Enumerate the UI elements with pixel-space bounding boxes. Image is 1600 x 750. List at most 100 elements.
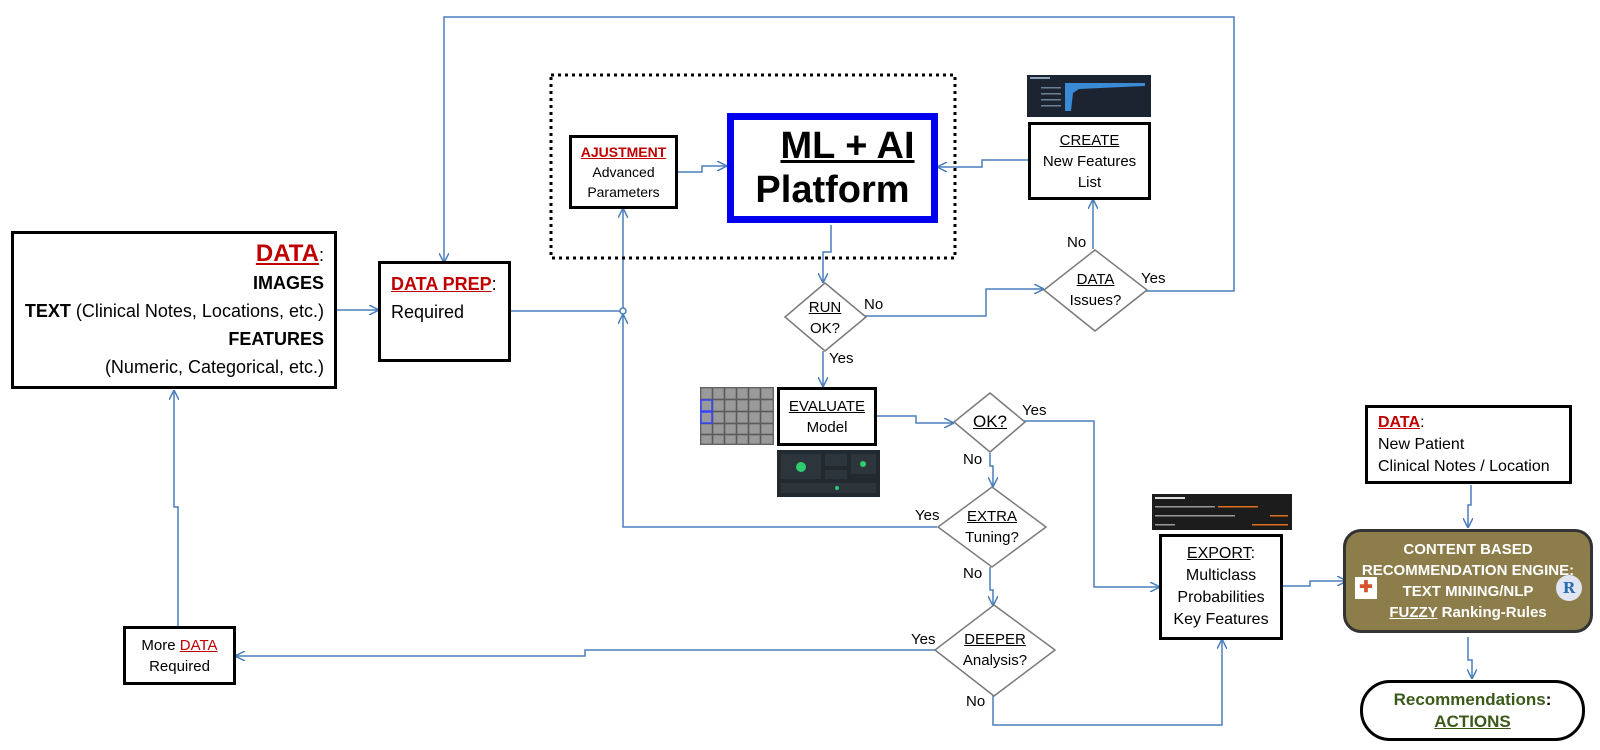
adjustment-box: AJUSTMENT Advanced Parameters: [569, 135, 678, 209]
arrow-issues-yes-to-dataprep: [444, 16, 1235, 292]
extra-tuning-diamond: [936, 486, 1048, 568]
dashboard-thumbnail: [777, 450, 880, 497]
run-ok-text: RUN OK?: [785, 297, 865, 339]
data-text-detail: (Clinical Notes, Locations, etc.): [75, 301, 324, 321]
export-box: EXPORT: Multiclass Probabilities Key Fea…: [1159, 534, 1283, 640]
data-source-box: DATA: IMAGES TEXT (Clinical Notes, Locat…: [11, 231, 337, 389]
adjustment-line1: Advanced: [592, 164, 655, 180]
platform-line1: ML + AI: [780, 125, 915, 167]
adjustment-title: AJUSTMENT: [580, 144, 667, 160]
ok-no-label: No: [963, 451, 983, 468]
create-title: CREATE: [1059, 131, 1120, 149]
run-ok-diamond: [783, 282, 868, 352]
data-issues-line1: DATA: [1076, 271, 1115, 288]
issues-yes-label: Yes: [1141, 270, 1166, 287]
ok-diamond: [952, 392, 1027, 453]
create-line1: New Features: [1042, 152, 1137, 170]
evaluate-sub: Model: [806, 418, 848, 436]
export-line1: Multiclass: [1185, 567, 1257, 584]
arrow-deeper-no-to-export: [992, 640, 1222, 726]
image-grid-thumbnail: [700, 387, 774, 445]
engine-line3: TEXT MINING/NLP: [1402, 583, 1534, 600]
data-issues-line2: Issues?: [1069, 292, 1122, 309]
arrow-platform-to-run: [823, 225, 832, 282]
deeper-analysis-text: DEEPER Analysis?: [935, 629, 1055, 671]
export-screen-thumbnail: [1152, 494, 1292, 530]
ok-line1: OK?: [972, 412, 1008, 431]
run-ok-line1: RUN: [808, 299, 842, 316]
new-patient-colon: :: [1420, 414, 1425, 431]
data-features: FEATURES: [228, 329, 324, 349]
ok-text: OK?: [954, 411, 1026, 432]
export-line2: Probabilities: [1177, 589, 1265, 606]
arrow-ok-yes-to-export: [1024, 420, 1159, 587]
extra-no-label: No: [963, 565, 983, 582]
engine-line4-fuzzy: FUZZY: [1389, 604, 1438, 621]
arrow-run-no-to-issues: [864, 289, 1043, 317]
run-yes-label: Yes: [829, 350, 854, 367]
issues-no-label: No: [1067, 234, 1087, 251]
evaluate-title: EVALUATE: [788, 397, 866, 415]
arrow-ok-no-to-extra: [990, 453, 993, 486]
recommendations-box: Recommendations: ACTIONS: [1360, 680, 1585, 741]
tableau-icon: ✚: [1355, 577, 1377, 599]
data-issues-text: DATA Issues?: [1044, 269, 1147, 311]
export-title: EXPORT: [1186, 545, 1251, 562]
feature-importance-thumbnail: [1027, 75, 1151, 117]
extra-line1: EXTRA: [966, 508, 1017, 525]
arrow-deeper-yes-to-moredata: [236, 649, 937, 656]
arrow-create-to-platform: [938, 159, 1028, 167]
platform-line2: Platform: [755, 169, 910, 211]
more-data-prefix: More: [141, 636, 176, 654]
create-line2: List: [1077, 173, 1102, 191]
arrow-newpatient-to-engine: [1468, 485, 1471, 527]
data-text-label: TEXT: [24, 301, 71, 321]
data-prep-sub: Required: [391, 302, 465, 322]
recommendation-engine-box: CONTENT BASED RECOMMENDATION ENGINE: TEX…: [1343, 529, 1593, 633]
arrow-moredata-to-data: [174, 391, 178, 626]
r-logo-icon: R: [1556, 575, 1582, 601]
new-patient-line1: New Patient: [1378, 436, 1465, 453]
deeper-line1: DEEPER: [964, 631, 1026, 648]
new-patient-data-box: DATA: New Patient Clinical Notes / Locat…: [1365, 405, 1572, 484]
arrow-export-to-engine: [1283, 581, 1346, 587]
data-prep-title: DATA PREP: [391, 274, 492, 294]
engine-line2: RECOMMENDATION ENGINE:: [1361, 562, 1575, 579]
new-patient-line2: Clinical Notes / Location: [1378, 458, 1550, 475]
data-prep-box: DATA PREP: Required: [378, 261, 511, 362]
more-data-box: More DATA Required: [123, 626, 236, 685]
arrow-extra-yes-to-junction: [623, 315, 937, 528]
junction-dot: [619, 307, 627, 315]
data-prep-colon: :: [491, 274, 497, 294]
recommendations-title: Recommendations: [1393, 689, 1546, 709]
deeper-analysis-diamond: [933, 604, 1057, 697]
new-patient-title: DATA: [1378, 414, 1421, 431]
deeper-no-label: No: [966, 693, 986, 710]
evaluate-box: EVALUATE Model: [777, 387, 877, 446]
arrow-engine-to-recommendations: [1468, 637, 1472, 678]
arrow-evaluate-to-ok: [877, 415, 953, 423]
export-line3: Key Features: [1173, 611, 1269, 628]
run-ok-line2: OK?: [809, 320, 840, 337]
deeper-yes-label: Yes: [911, 631, 936, 648]
engine-line1: CONTENT BASED: [1403, 541, 1533, 558]
data-colon: :: [318, 245, 324, 265]
more-data-title: DATA: [179, 636, 218, 654]
arrow-extra-no-to-deeper: [990, 567, 993, 605]
engine-line4-rest: Ranking-Rules: [1441, 604, 1547, 621]
ok-yes-label: Yes: [1022, 402, 1047, 419]
ml-ai-platform-box: ML + AI Platform: [727, 113, 938, 223]
data-features-detail: (Numeric, Categorical, etc.): [104, 357, 324, 377]
extra-line2: Tuning?: [965, 529, 1019, 546]
arrow-adjustment-to-platform: [677, 166, 726, 173]
recommendations-colon: :: [1545, 689, 1552, 709]
create-box: CREATE New Features List: [1028, 122, 1151, 200]
extra-yes-label: Yes: [915, 507, 940, 524]
deeper-line2: Analysis?: [962, 652, 1028, 669]
recommendations-sub: ACTIONS: [1434, 711, 1511, 731]
extra-tuning-text: EXTRA Tuning?: [938, 506, 1046, 548]
data-images: IMAGES: [252, 273, 324, 293]
more-data-sub: Required: [149, 657, 210, 675]
data-issues-diamond: [1042, 249, 1149, 332]
